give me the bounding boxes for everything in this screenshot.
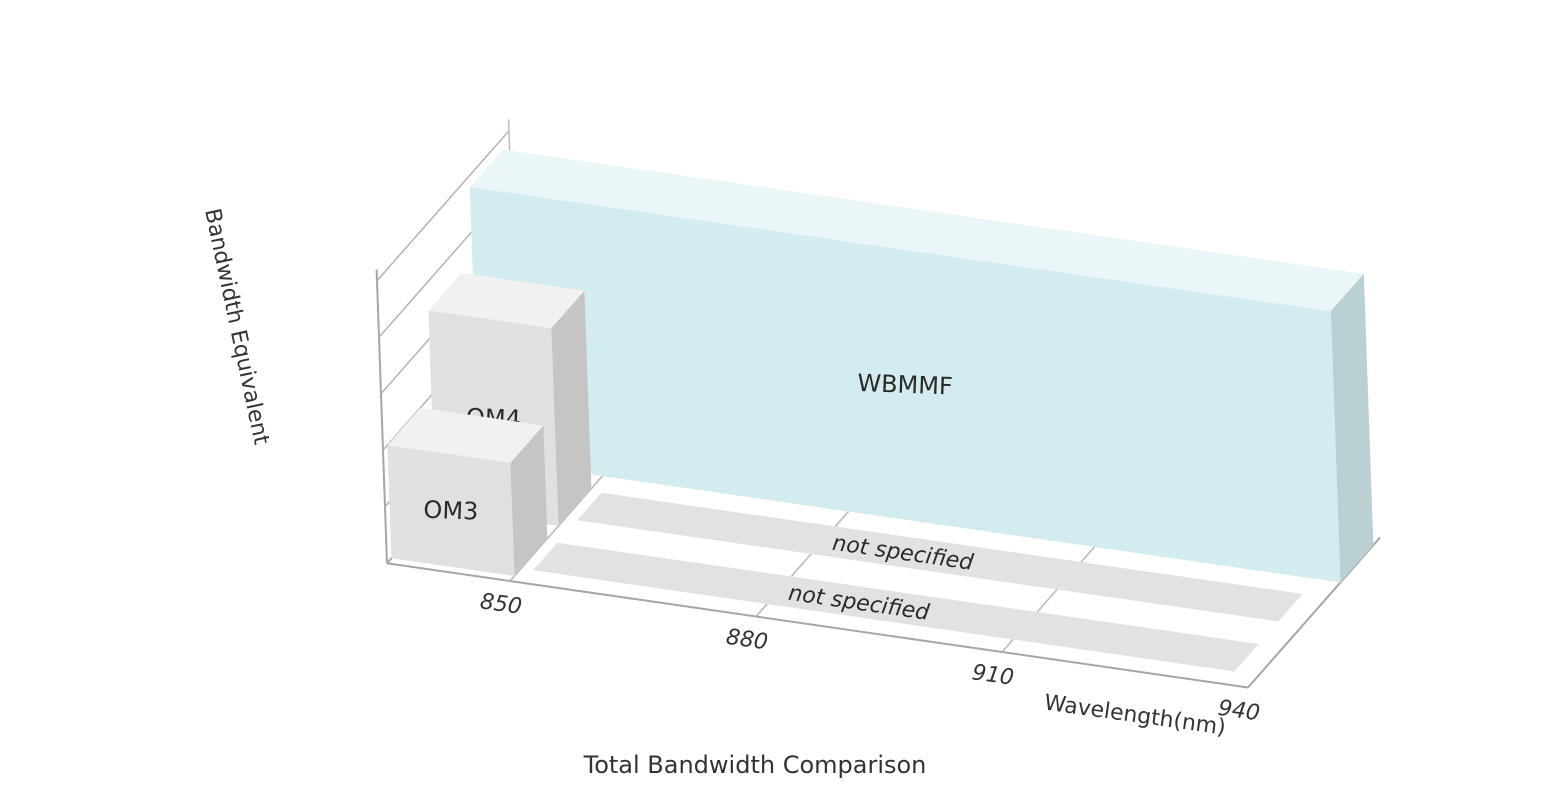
bar-side-face [551,290,592,526]
bar-label-wbmmf: WBMMF [857,369,953,400]
bar-front-face [469,187,1341,583]
bar-top-face [428,273,585,329]
x-tick-label: 880 [724,625,769,656]
x-axis-title: Wavelength(nm) [1043,690,1228,740]
bar-wbmmf: WBMMF [469,149,1374,583]
bar-top-face [469,149,1364,312]
bar-om3: OM3 [387,407,548,576]
bar-side-face [510,425,548,576]
chart-title: Total Bandwidth Comparison [583,751,927,779]
x-tick-label: 910 [970,660,1015,691]
bar-side-face [1330,273,1374,583]
x-tick-label: 940 [1216,696,1261,727]
bar-label-om3: OM3 [423,496,479,526]
x-tick-label: 850 [478,589,523,620]
not-specified-strip [577,492,1303,622]
floor-edge [386,562,1249,689]
y-axis-line [375,269,388,564]
x-ticks: 850 880 910 940 [478,589,1261,726]
bar-top-face [387,407,544,463]
bar-front-face [387,445,515,576]
y-axis-title: Bandwidth Equivalent [199,206,274,447]
not-specified-strip [533,542,1259,672]
wall-gridline [376,130,510,282]
